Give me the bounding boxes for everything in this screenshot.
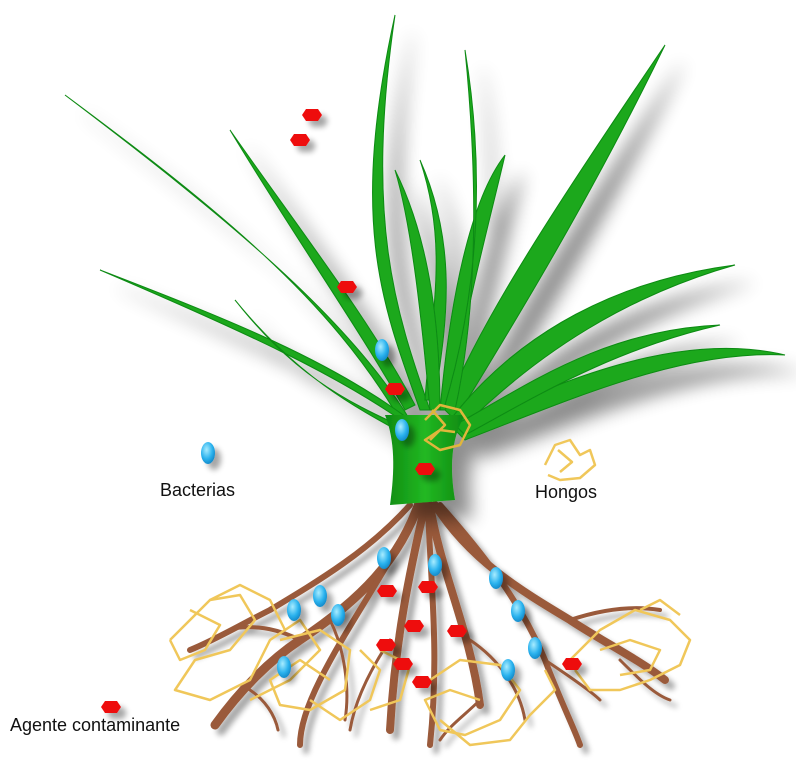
bacteria-label: Bacterias [160, 480, 236, 500]
bacteria-icon [277, 656, 291, 678]
bacteria-icon [511, 600, 525, 622]
bacteria-icon [375, 339, 389, 361]
bacteria-icon [331, 604, 345, 626]
contaminant-icon [412, 676, 432, 688]
bacteria-icon [489, 567, 503, 589]
contaminant-icon [562, 658, 582, 670]
bacteria-icon [501, 659, 515, 681]
contaminant-icon [393, 658, 413, 670]
contaminant-icon [101, 701, 121, 713]
bacteria-icon [287, 599, 301, 621]
contaminant-icon [385, 383, 405, 395]
contaminant-icon [377, 585, 397, 597]
fungi-on-stem [423, 403, 472, 452]
contaminant-icon [447, 625, 467, 637]
fungus-icon [543, 438, 597, 482]
bacteria-icon [428, 554, 442, 576]
contaminants [101, 109, 582, 713]
bacteria-icon [528, 637, 542, 659]
leaves [64, 14, 786, 442]
contaminant-icon [418, 581, 438, 593]
contaminant-icon [404, 620, 424, 632]
contaminant-icon [415, 463, 435, 475]
bacteria [201, 339, 542, 681]
fungi-label: Hongos [535, 482, 598, 502]
bacteria-icon [395, 419, 409, 441]
contaminant-label: Agente contaminante [10, 715, 181, 735]
contaminant-icon [302, 109, 322, 121]
bacteria-icon [201, 442, 215, 464]
plant-shoot [64, 14, 786, 505]
fungal-hyphae [168, 583, 692, 747]
contaminant-icon [337, 281, 357, 293]
bacteria-icon [313, 585, 327, 607]
contaminant-icon [290, 134, 310, 146]
bacteria-icon [377, 547, 391, 569]
contaminant-icon [376, 639, 396, 651]
